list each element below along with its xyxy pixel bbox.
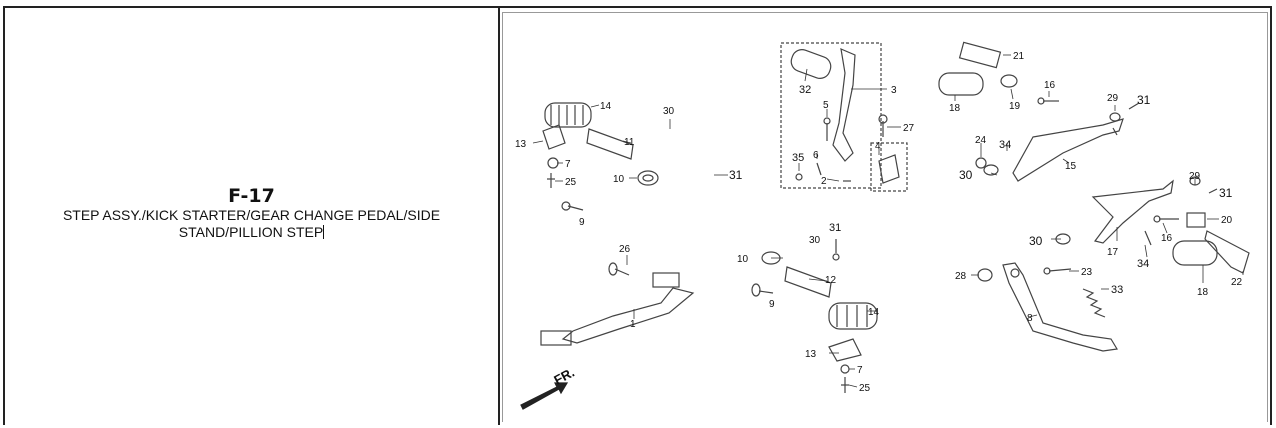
pillion-step-plate — [1204, 230, 1250, 274]
gear-pedal-rear-rubber — [652, 272, 680, 288]
cell-divider — [498, 8, 500, 425]
callout-15: 15 — [1065, 161, 1077, 172]
section-header-cell: F-17 STEP ASSY./KICK STARTER/GEAR CHANGE… — [5, 8, 498, 425]
callout-28: 28 — [955, 271, 967, 282]
side-stand-spring — [1082, 288, 1106, 318]
callout-21: 21 — [1013, 51, 1025, 62]
exploded-view-drawing: 14 11 13 7 25 10 9 30 31 26 1 32 3 27 5 … — [515, 41, 1250, 410]
callout-14: 14 — [600, 101, 612, 112]
page-frame — [3, 6, 1272, 425]
callout-20: 20 — [1221, 215, 1233, 226]
pillion-step-bar-left — [1012, 118, 1124, 182]
footrest-rubber-left — [544, 102, 592, 128]
footrest-bar-left — [586, 128, 634, 160]
callout-18b: 18 — [1197, 287, 1209, 298]
kick-starter-arm — [832, 48, 856, 162]
callout-25: 25 — [565, 177, 577, 188]
callout-25b: 25 — [859, 383, 871, 394]
callout-7b: 7 — [857, 365, 863, 376]
callout-6: 6 — [813, 150, 819, 161]
kick-rubber — [790, 49, 832, 79]
callout-31: 31 — [729, 168, 743, 182]
callout-9b: 9 — [769, 299, 775, 310]
section-code: F-17 — [228, 184, 275, 207]
pillion-step-bar-right — [1091, 179, 1174, 244]
pillion-rubber-left — [938, 72, 984, 96]
callout-16b: 16 — [1161, 233, 1173, 244]
callout-17: 17 — [1107, 247, 1119, 258]
footrest-bracket-right — [828, 338, 862, 362]
pillion-holder-plate — [1186, 212, 1206, 228]
callout-31b: 31 — [829, 222, 841, 234]
callout-34: 34 — [999, 139, 1011, 151]
section-title: STEP ASSY./KICK STARTER/GEAR CHANGE PEDA… — [22, 207, 482, 241]
callout-10b: 10 — [737, 254, 749, 265]
callout-31c: 31 — [1137, 93, 1151, 107]
callout-8: 8 — [1027, 313, 1033, 324]
callout-22: 22 — [1231, 277, 1243, 288]
callout-34b: 34 — [1137, 258, 1149, 270]
callout-11: 11 — [624, 137, 635, 148]
callout-16: 16 — [1044, 80, 1056, 91]
callout-9: 9 — [579, 217, 585, 228]
callout-18: 18 — [949, 103, 961, 114]
callout-24: 24 — [975, 135, 987, 146]
gear-pedal-front-rubber — [540, 330, 572, 346]
callout-12: 12 — [825, 275, 837, 286]
callout-27: 27 — [903, 123, 915, 134]
callout-23: 23 — [1081, 267, 1093, 278]
section-title-text: STEP ASSY./KICK STARTER/GEAR CHANGE PEDA… — [62, 206, 441, 240]
callout-5: 5 — [823, 100, 829, 111]
callout-30d: 30 — [1029, 234, 1043, 248]
gear-change-pedal — [561, 287, 695, 344]
callout-2: 2 — [821, 176, 827, 187]
pillion-rubber-right — [1172, 240, 1218, 266]
callout-26: 26 — [619, 244, 631, 255]
callout-19: 19 — [1009, 101, 1021, 112]
side-stand — [1002, 262, 1118, 352]
callout-30: 30 — [663, 106, 675, 117]
parts-diagram: 14 11 13 7 25 10 9 30 31 26 1 32 3 27 5 … — [502, 12, 1268, 422]
callout-31d: 31 — [1219, 186, 1233, 200]
footrest-bar-right — [784, 266, 832, 298]
callout-32: 32 — [799, 84, 811, 96]
callout-14b: 14 — [868, 307, 880, 318]
callout-3: 3 — [891, 85, 897, 96]
pillion-step-holder-top — [958, 41, 1002, 69]
footrest-rubber-right — [828, 302, 878, 330]
callout-35: 35 — [792, 152, 804, 164]
footrest-bracket-left — [542, 124, 566, 150]
callout-29b: 29 — [1189, 171, 1201, 182]
callout-30c: 30 — [959, 168, 973, 182]
text-cursor — [323, 224, 325, 239]
front-direction-arrow — [520, 382, 569, 410]
callout-1: 1 — [630, 319, 636, 330]
callout-33: 33 — [1111, 284, 1123, 296]
kick-sub-group-outline — [870, 142, 908, 192]
callout-10: 10 — [613, 174, 625, 185]
callout-4: 4 — [875, 141, 881, 152]
callout-7: 7 — [565, 159, 571, 170]
callout-13: 13 — [515, 139, 527, 150]
callout-29: 29 — [1107, 93, 1119, 104]
callout-30b: 30 — [809, 235, 821, 246]
callout-13b: 13 — [805, 349, 817, 360]
